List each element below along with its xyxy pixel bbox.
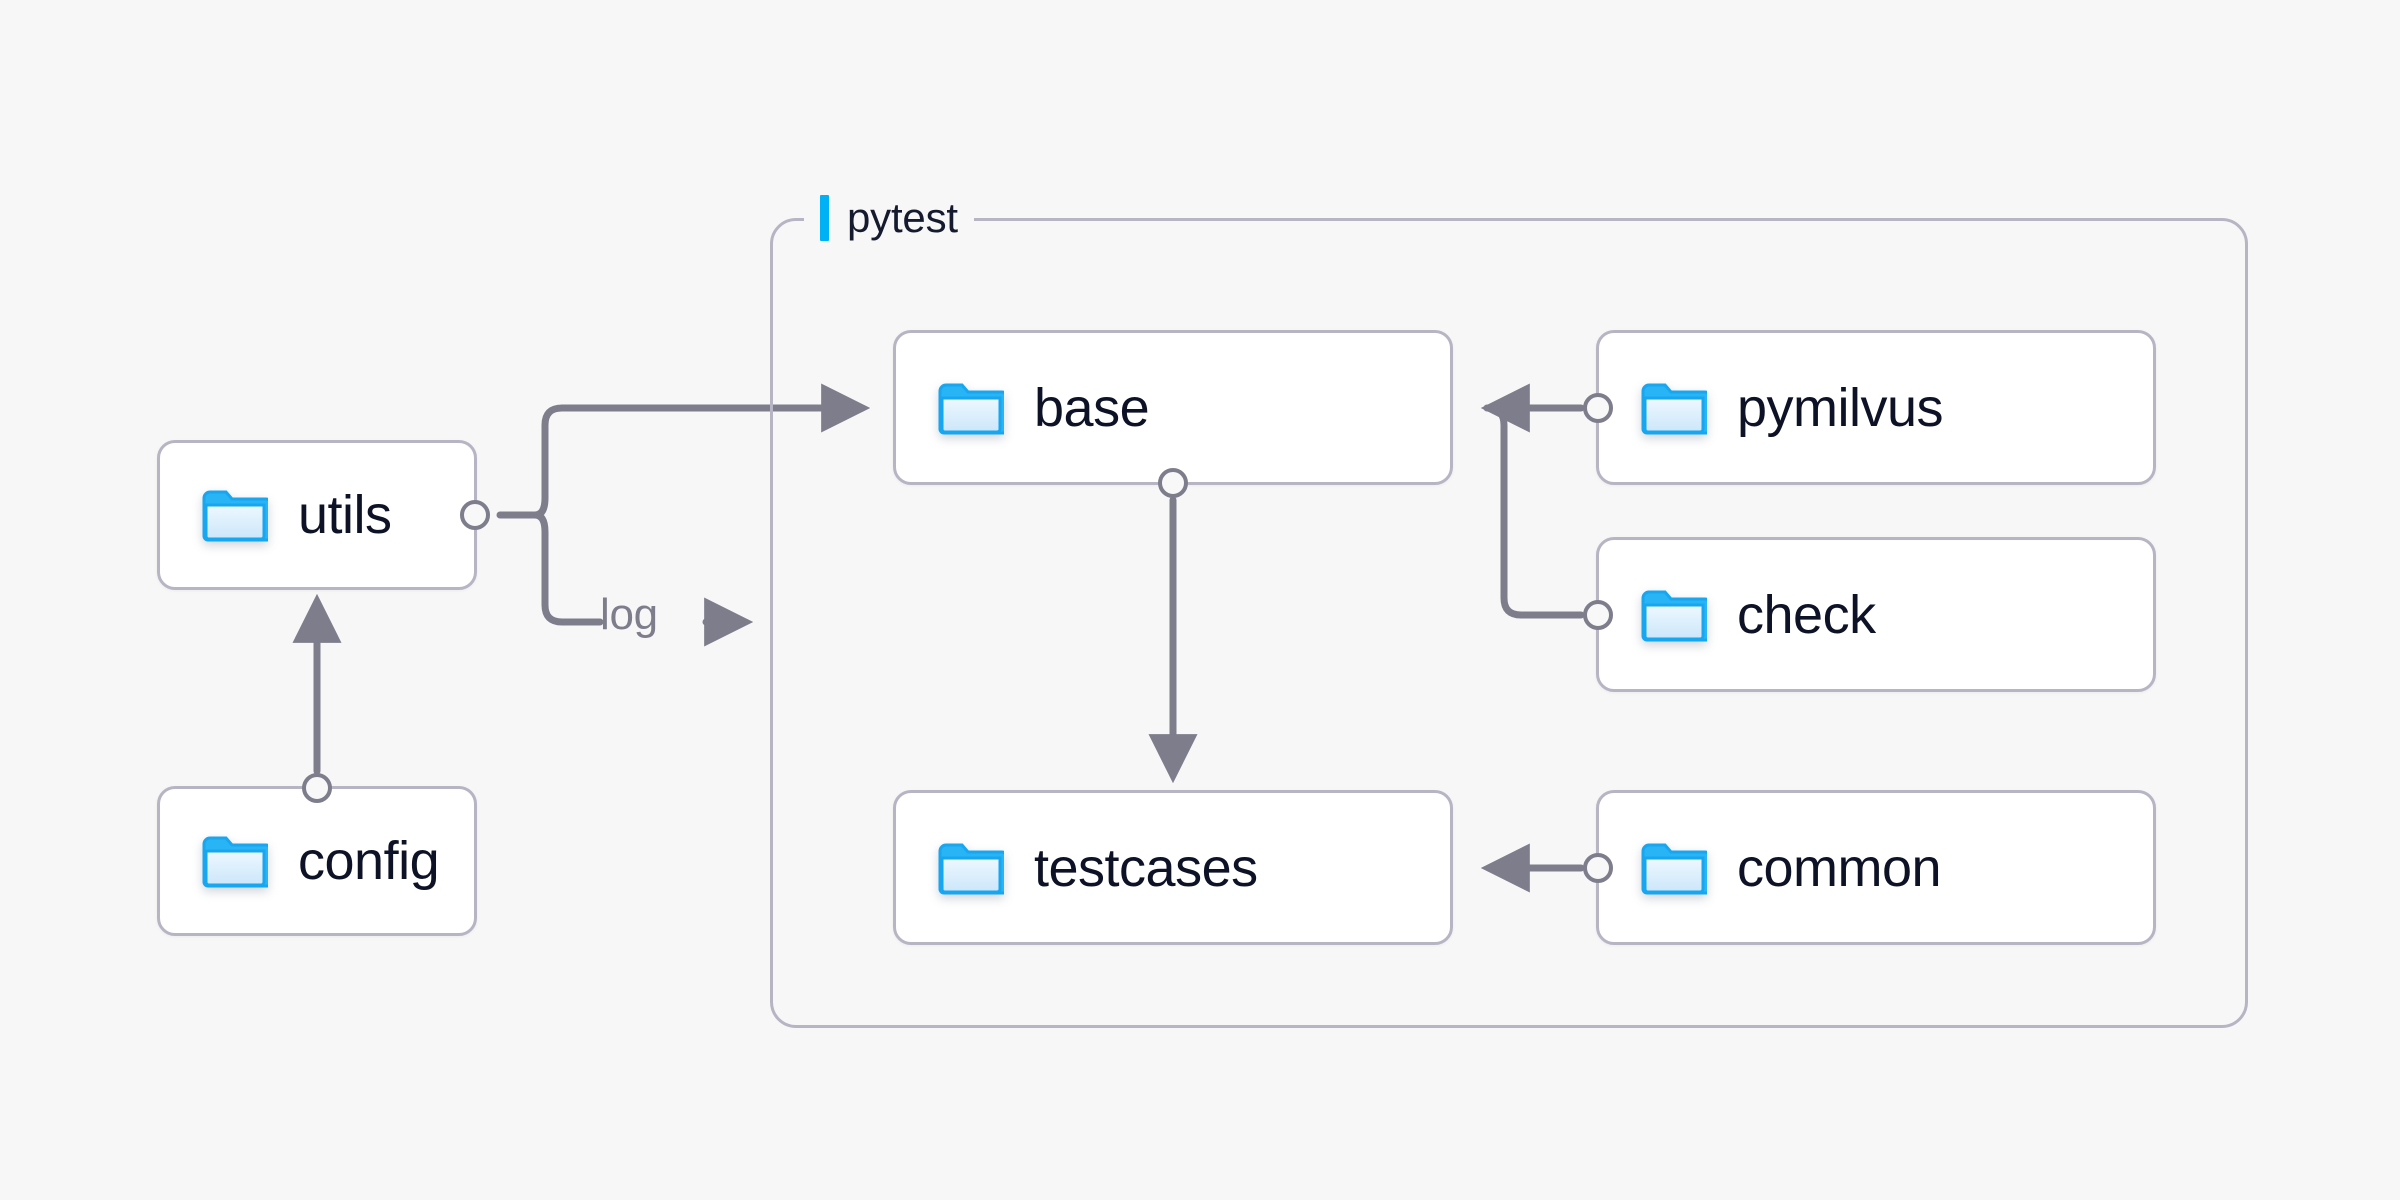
port-config-top[interactable] [302, 773, 332, 803]
node-label: testcases [1034, 837, 1258, 898]
node-label: check [1737, 584, 1876, 645]
folder-icon [1641, 841, 1713, 895]
folder-icon [1641, 588, 1713, 642]
folder-icon [202, 488, 274, 542]
node-label: utils [298, 485, 392, 545]
port-check-left[interactable] [1583, 599, 1613, 630]
node-common[interactable]: common [1583, 790, 2156, 945]
port-pymilvus-left[interactable] [1583, 392, 1613, 423]
edge-label-log: log [600, 590, 658, 639]
folder-icon [202, 834, 274, 888]
node-check[interactable]: check [1583, 537, 2156, 692]
node-label: base [1034, 377, 1150, 438]
group-container-pytest [770, 218, 2248, 1028]
node-label: pymilvus [1737, 377, 1944, 438]
node-label: config [298, 831, 440, 891]
folder-icon [938, 381, 1010, 435]
node-testcases[interactable]: testcases [893, 790, 1453, 945]
folder-icon [1641, 381, 1713, 435]
port-utils-right[interactable] [460, 500, 490, 530]
port-base-bottom[interactable] [1158, 468, 1188, 498]
group-label-pytest: pytest [804, 191, 974, 245]
edge-utils-to-log [531, 511, 604, 626]
node-config[interactable]: config [157, 773, 477, 936]
node-label: common [1737, 837, 1942, 898]
node-utils[interactable]: utils [157, 440, 490, 590]
port-common-left[interactable] [1583, 852, 1613, 883]
group-accent-bar [820, 195, 829, 241]
node-pymilvus[interactable]: pymilvus [1583, 330, 2156, 485]
group-label-text: pytest [847, 194, 958, 241]
node-base[interactable]: base [893, 330, 1453, 498]
folder-icon [938, 841, 1010, 895]
